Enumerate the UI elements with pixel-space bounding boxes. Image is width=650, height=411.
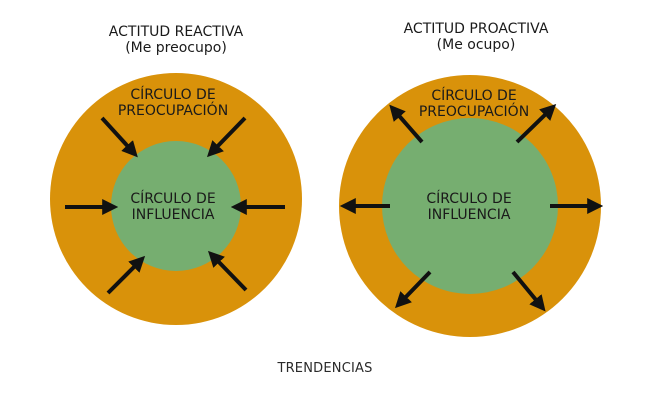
- reactive-concern-label-line2: PREOCUPACIÓN: [118, 101, 228, 119]
- reactive-influence-label-line1: CÍRCULO DE: [130, 190, 215, 207]
- proactive-concern-label-line1: CÍRCULO DE: [431, 87, 516, 104]
- outward-arrow-icon: [389, 104, 424, 144]
- proactive-influence-label-line1: CÍRCULO DE: [426, 190, 511, 207]
- proactive-subtitle: (Me ocupo): [436, 37, 516, 53]
- inward-arrow-icon: [100, 116, 138, 158]
- reactive-diagram: CÍRCULO DE PREOCUPACIÓN CÍRCULO DE INFLU…: [50, 73, 302, 325]
- proactive-diagram: CÍRCULO DE PREOCUPACIÓN CÍRCULO DE INFLU…: [339, 75, 604, 337]
- reactive-heading: ACTITUD REACTIVA (Me preocupo): [88, 24, 264, 56]
- inward-arrow-icon: [207, 250, 248, 292]
- outward-arrow-icon: [511, 270, 546, 312]
- outward-arrow-icon: [515, 103, 557, 144]
- outward-arrow-icon: [394, 270, 432, 309]
- reactive-title: ACTITUD REACTIVA: [108, 24, 244, 40]
- reactive-concern-label-line1: CÍRCULO DE: [130, 86, 215, 103]
- inward-arrow-icon: [106, 255, 146, 295]
- inward-arrow-icon: [206, 116, 247, 158]
- footer-brand: TRENDENCIAS: [277, 361, 373, 376]
- reactive-influence-label-line2: INFLUENCIA: [132, 207, 215, 223]
- proactive-influence-label-line2: INFLUENCIA: [428, 207, 511, 223]
- proactive-heading: ACTITUD PROACTIVA (Me ocupo): [386, 21, 566, 53]
- proactive-influence-circle: [382, 118, 558, 294]
- reactive-influence-circle: [111, 141, 241, 271]
- proactive-concern-label-line2: PREOCUPACIÓN: [419, 102, 529, 120]
- reactive-subtitle: (Me preocupo): [125, 40, 227, 56]
- proactive-title: ACTITUD PROACTIVA: [403, 21, 549, 37]
